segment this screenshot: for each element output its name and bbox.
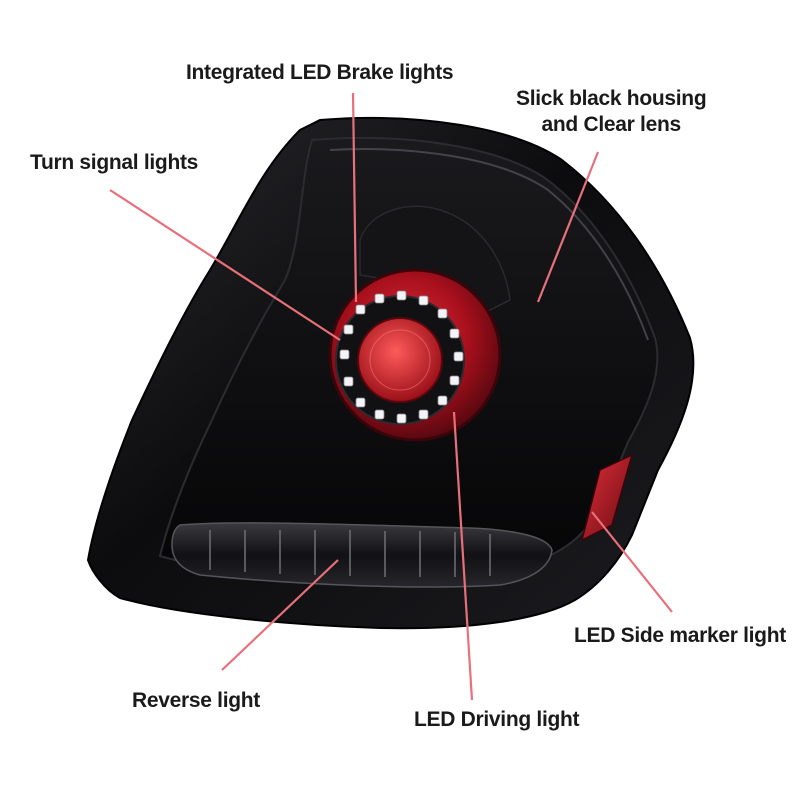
callout-turn-signal: Turn signal lights <box>30 151 199 174</box>
callout-brake-lights: Integrated LED Brake lights <box>186 61 454 84</box>
callout-housing-line1: Slick black housing <box>516 87 707 110</box>
leader-turn <box>109 189 341 341</box>
leader-lines <box>109 92 673 701</box>
side-marker-lens <box>580 453 634 542</box>
center-reflector <box>357 317 443 403</box>
callout-housing-line2: and Clear lens <box>541 113 682 136</box>
callout-side-marker: LED Side marker light <box>574 624 786 647</box>
leader-housing <box>536 151 600 303</box>
led-dots <box>339 290 464 424</box>
callout-reverse-light: Reverse light <box>132 689 260 712</box>
leader-side <box>591 511 673 613</box>
leader-driving <box>452 411 474 701</box>
leader-brake <box>351 92 358 303</box>
reverse-lens <box>171 522 553 588</box>
leader-reverse <box>221 559 339 671</box>
callout-housing: Slick black housing and Clear lens <box>516 86 707 138</box>
callout-driving-light: LED Driving light <box>414 708 580 731</box>
